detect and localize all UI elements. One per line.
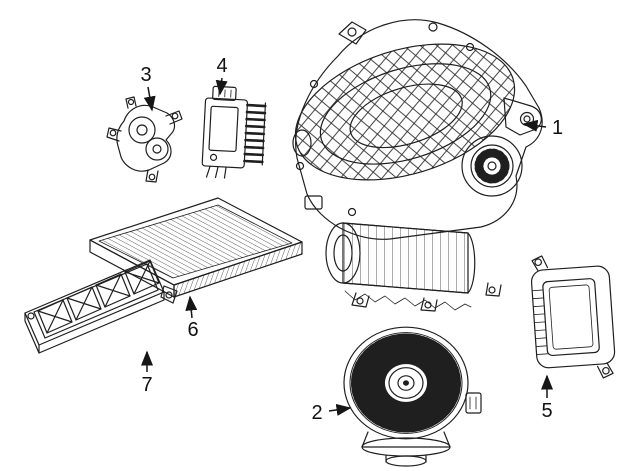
callout-6-label[interactable]: 6 — [187, 319, 198, 341]
resistor-pins — [205, 165, 227, 179]
fan-wheel — [343, 326, 469, 440]
callout-3-label[interactable]: 3 — [140, 64, 151, 86]
callout-1-label[interactable]: 1 — [552, 117, 563, 139]
callout-2-label[interactable]: 2 — [311, 402, 322, 424]
callout-7-label[interactable]: 7 — [141, 374, 152, 396]
motor-base — [361, 431, 451, 467]
cover-end-tab — [160, 285, 178, 304]
callout-4[interactable]: 4 — [215, 55, 228, 96]
callout-1[interactable]: 1 — [522, 117, 563, 139]
bracket-bolt-hole — [519, 111, 535, 127]
callout-2-arrow — [328, 403, 352, 416]
filter-front-face — [173, 241, 303, 298]
callout-6-arrow — [185, 295, 198, 319]
resistor-body — [201, 97, 249, 169]
part-blower-unit-housing — [292, 19, 543, 312]
part-control-module — [530, 255, 616, 379]
part-mode-motor-actuator — [106, 96, 183, 183]
housing-cage-dome — [294, 43, 516, 181]
callout-4-arrow — [215, 77, 228, 96]
part-filter-cover — [24, 259, 178, 354]
callout-1-arrow — [522, 119, 547, 132]
housing-drum — [325, 222, 476, 311]
housing-outline — [295, 19, 543, 240]
part-cabin-air-filter — [89, 197, 303, 298]
callout-3-arrow — [143, 86, 156, 112]
callout-2[interactable]: 2 — [311, 402, 352, 424]
callout-7[interactable]: 7 — [141, 350, 153, 396]
cover-outer-frame — [24, 259, 165, 346]
callout-6[interactable]: 6 — [185, 295, 199, 341]
housing-motor-end — [461, 135, 523, 197]
cover-x-braces — [37, 260, 160, 334]
resistor-heatsink-fins — [243, 102, 267, 166]
part-blower-resistor — [201, 85, 267, 179]
fan-blades — [351, 333, 461, 433]
callout-4-label[interactable]: 4 — [216, 55, 227, 77]
part-blower-motor-fan — [343, 326, 482, 467]
callout-5-label[interactable]: 5 — [541, 400, 552, 422]
callouts: 1 2 3 4 5 6 7 — [140, 55, 563, 424]
module-case — [530, 265, 616, 369]
callout-5[interactable]: 5 — [541, 374, 553, 422]
module-connector-pins — [531, 289, 548, 355]
callout-3[interactable]: 3 — [140, 64, 156, 112]
housing-tabs-and-bolts — [292, 21, 502, 312]
motor-connector — [465, 392, 482, 414]
